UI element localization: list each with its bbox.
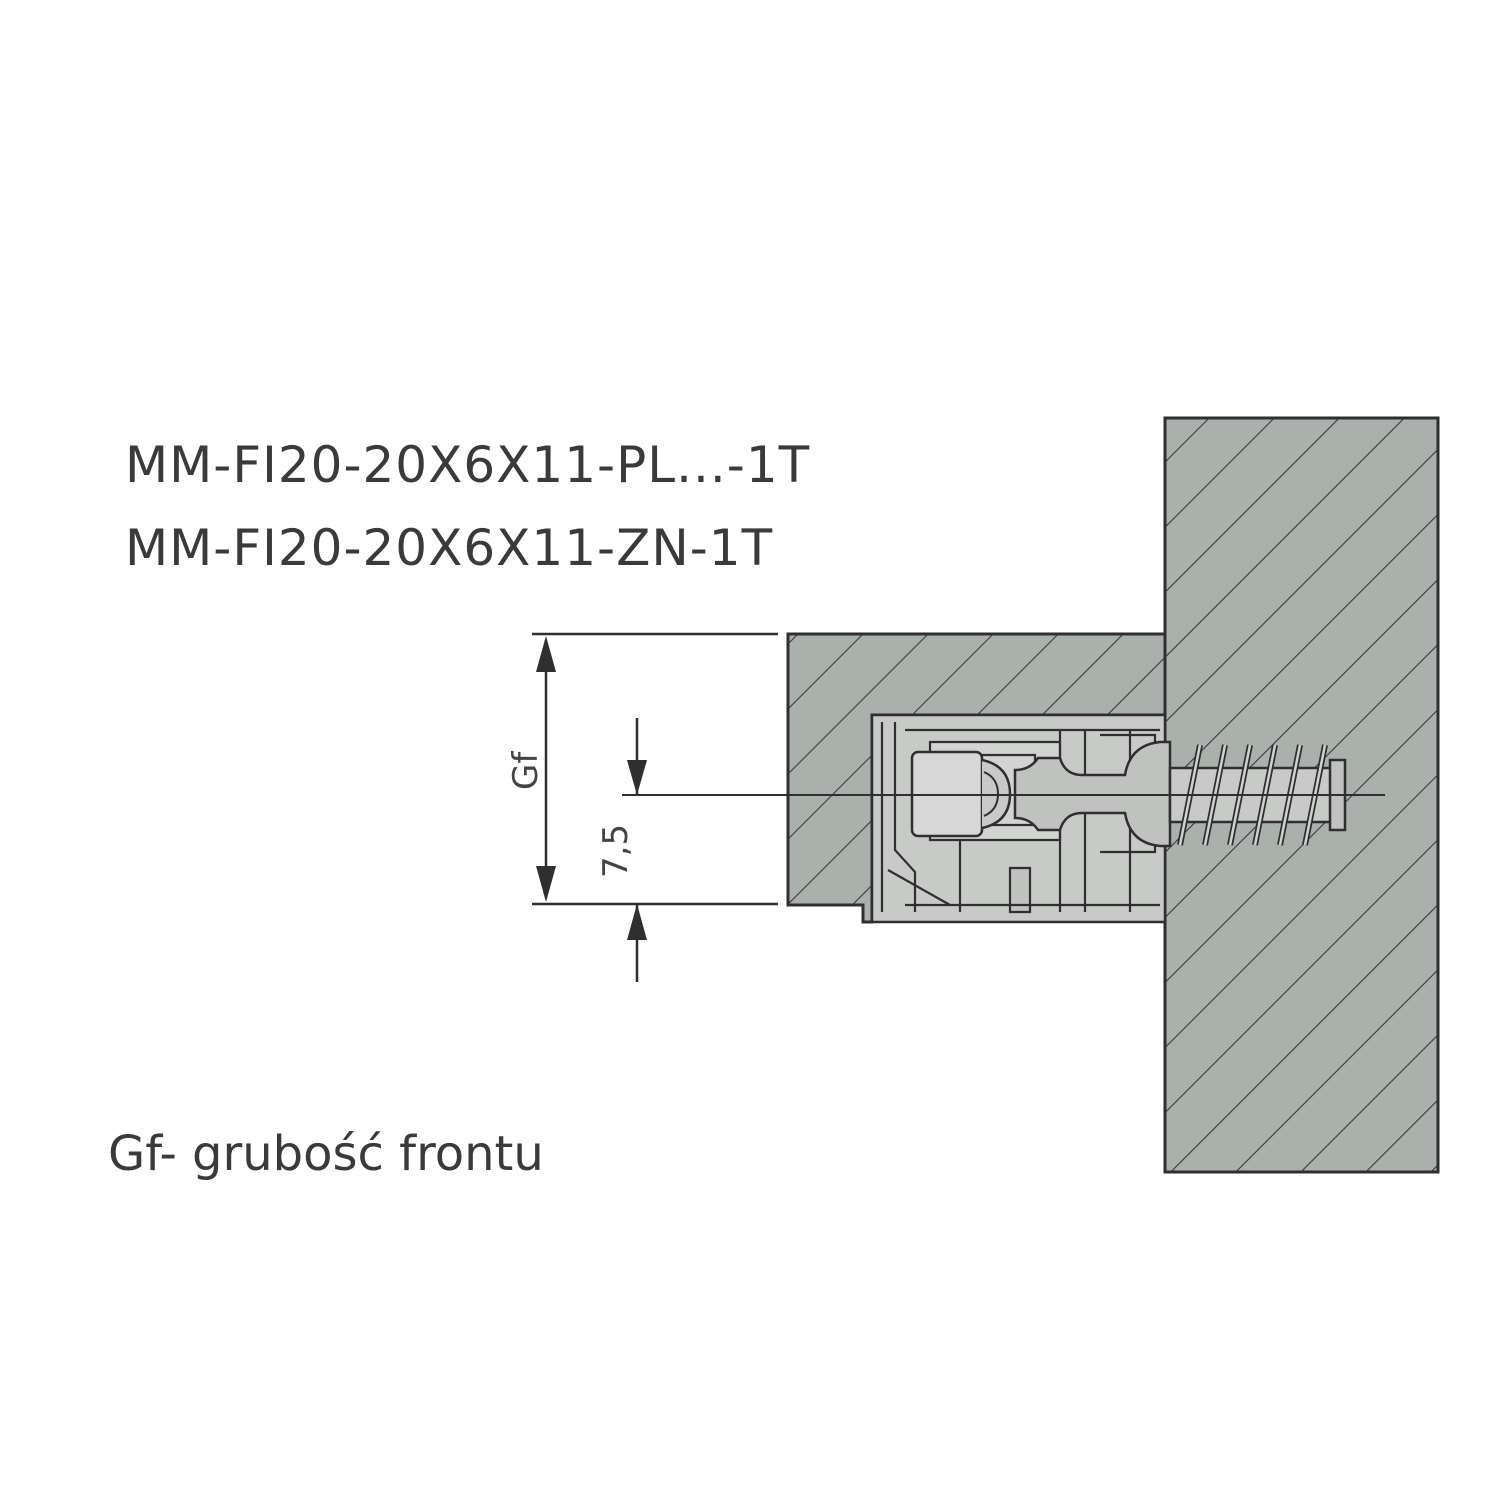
offset-dimension [627,718,647,982]
legend-text: Gf- grubość frontu [108,1126,544,1182]
gf-dimension [532,632,778,906]
part-code-2: MM-FI20-20X6X11-ZN-1T [125,519,773,577]
offset-dimension-label: 7,5 [596,824,636,878]
part-code-1: MM-FI20-20X6X11-PL...-1T [125,436,810,494]
gf-dimension-label: Gf [506,751,546,790]
